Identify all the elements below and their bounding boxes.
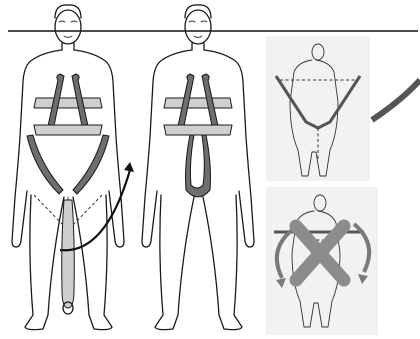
inset-correct: [266, 36, 420, 181]
inset-incorrect: [266, 187, 378, 335]
figure-step-1: [12, 5, 134, 330]
figure-step-2: [142, 5, 254, 330]
curved-arrow-icon: [372, 80, 420, 120]
